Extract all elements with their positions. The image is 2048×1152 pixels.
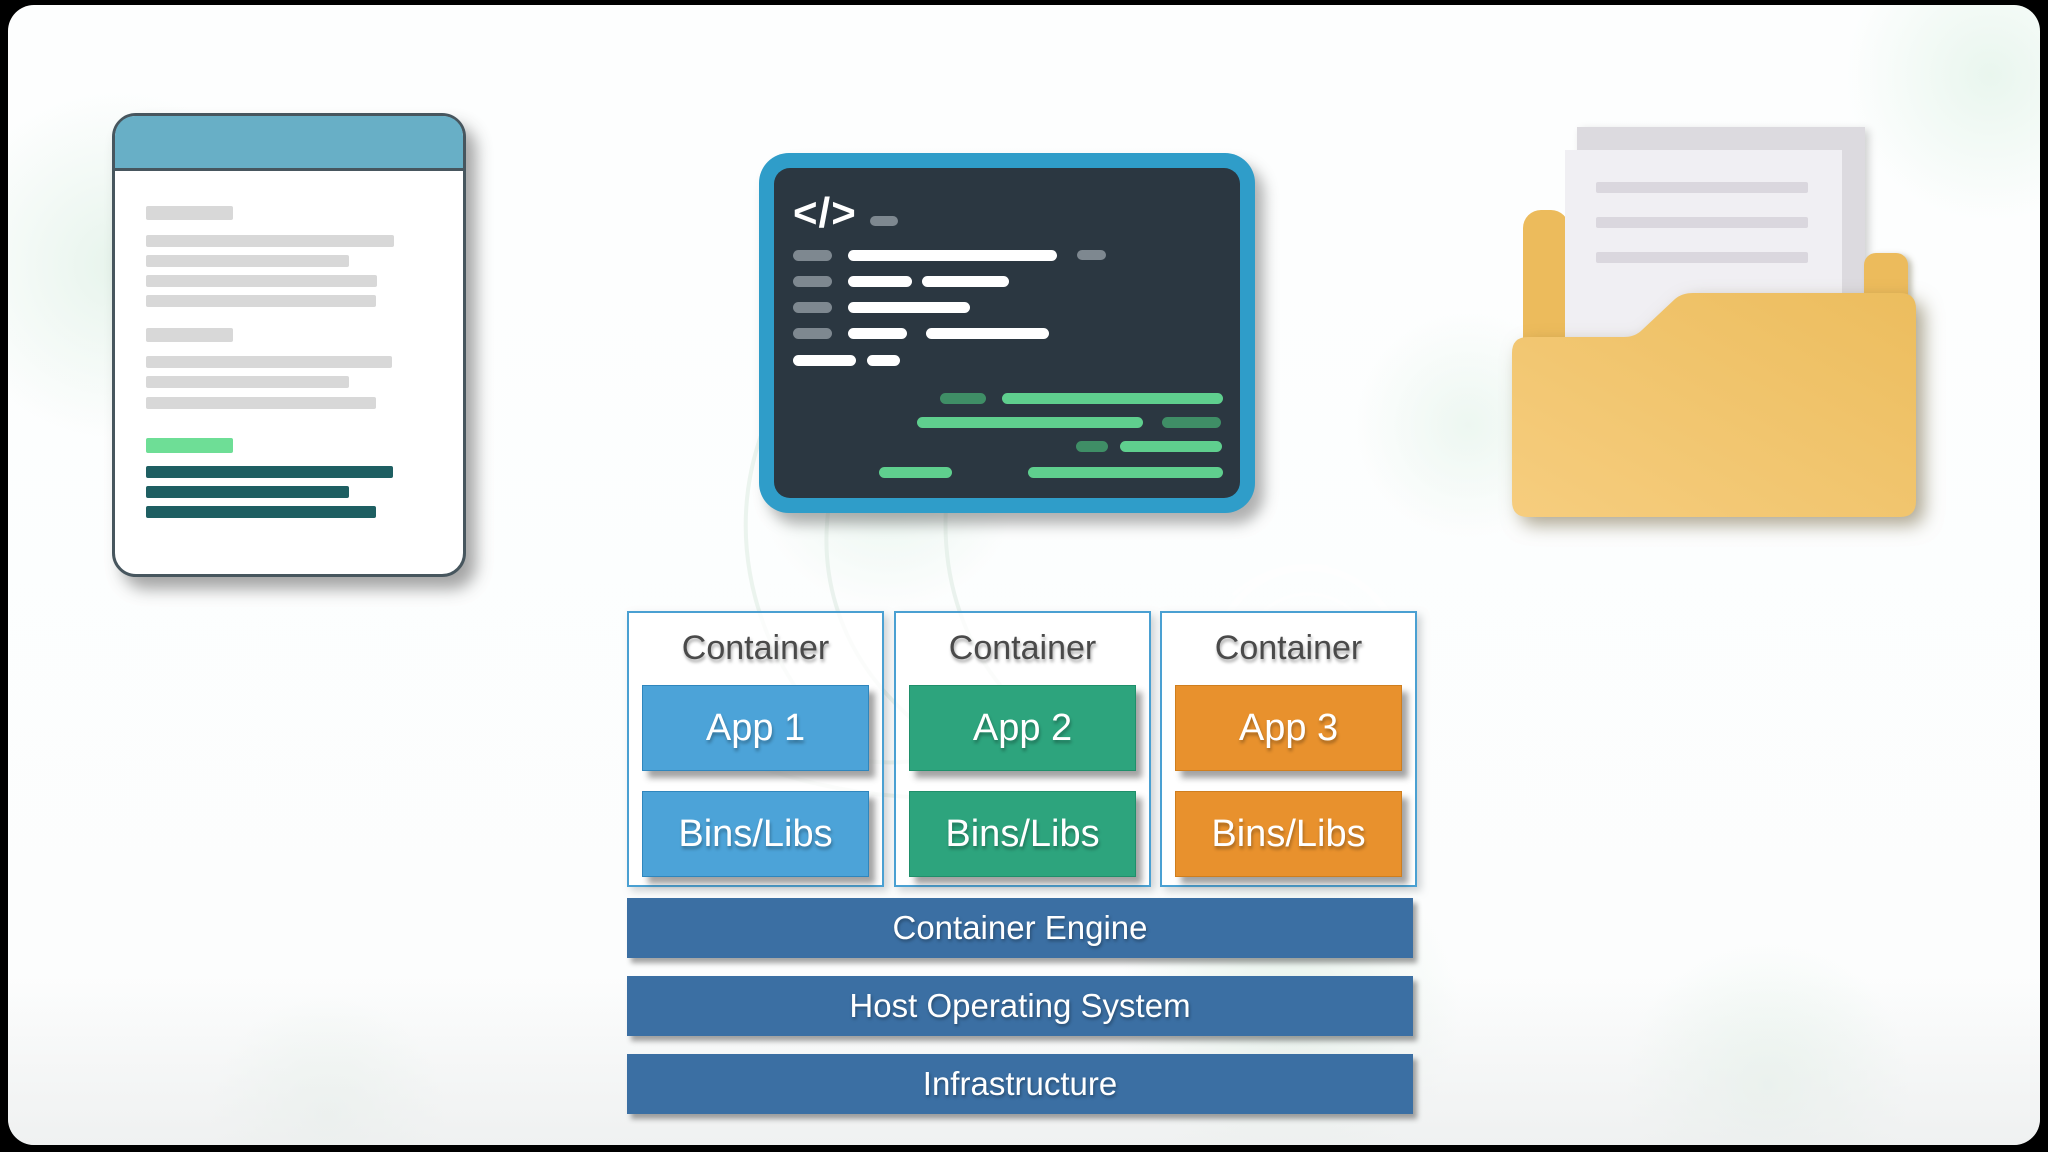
code-line	[1002, 393, 1223, 404]
screen-background: </> Container App 1	[8, 5, 2040, 1145]
code-line	[867, 355, 900, 366]
code-line	[879, 467, 952, 478]
paper-text-line	[1596, 182, 1808, 193]
layer-bar-container-engine: Container Engine	[627, 898, 1413, 958]
bins-libs-box-3: Bins/Libs	[1175, 791, 1402, 877]
folder-front-panel	[1512, 293, 1916, 517]
code-line	[848, 302, 970, 313]
container-box-1: Container App 1 Bins/Libs	[627, 611, 884, 887]
code-line	[848, 328, 907, 339]
document-header-bar	[115, 116, 463, 171]
app-3-box: App 3	[1175, 685, 1402, 771]
code-line	[1162, 417, 1221, 428]
paper-text-line	[1596, 217, 1808, 228]
document-text-line	[146, 466, 393, 478]
document-text-line	[146, 295, 376, 307]
code-line	[793, 302, 832, 313]
app-2-box: App 2	[909, 685, 1136, 771]
code-line	[922, 276, 1009, 287]
code-line	[1028, 467, 1223, 478]
document-text-line	[146, 376, 349, 388]
layer-bar-infrastructure: Infrastructure	[627, 1054, 1413, 1114]
app-1-box: App 1	[642, 685, 869, 771]
code-window-icon: </>	[759, 153, 1255, 513]
document-icon	[112, 113, 466, 577]
bins-libs-box-2: Bins/Libs	[909, 791, 1136, 877]
layer-bar-host-os: Host Operating System	[627, 976, 1413, 1036]
code-line	[1076, 441, 1108, 452]
container-title: Container	[948, 629, 1097, 667]
code-brackets-icon: </>	[793, 189, 857, 236]
code-line	[793, 355, 856, 366]
code-line	[870, 216, 898, 226]
document-text-line	[146, 397, 376, 409]
code-line	[793, 328, 832, 339]
code-line	[848, 276, 912, 287]
container-box-2: Container App 2 Bins/Libs	[894, 611, 1151, 887]
container-title: Container	[681, 629, 830, 667]
container-title: Container	[1214, 629, 1363, 667]
document-text-line	[146, 438, 233, 453]
code-line	[1077, 250, 1106, 260]
folder-icon	[1508, 117, 1923, 522]
code-line	[926, 328, 1049, 339]
code-line	[940, 393, 986, 404]
document-text-line	[146, 506, 376, 518]
code-line	[1120, 441, 1222, 452]
document-text-line	[146, 356, 392, 368]
code-line	[793, 276, 832, 287]
paper-text-line	[1596, 252, 1808, 263]
document-text-line	[146, 235, 394, 247]
document-text-line	[146, 275, 377, 287]
document-text-line	[146, 486, 349, 498]
document-text-line	[146, 255, 349, 267]
code-line	[848, 250, 1057, 261]
code-line	[793, 250, 832, 261]
document-text-line	[146, 206, 233, 220]
document-text-line	[146, 328, 233, 342]
code-line	[917, 417, 1143, 428]
container-box-3: Container App 3 Bins/Libs	[1160, 611, 1417, 887]
bins-libs-box-1: Bins/Libs	[642, 791, 869, 877]
